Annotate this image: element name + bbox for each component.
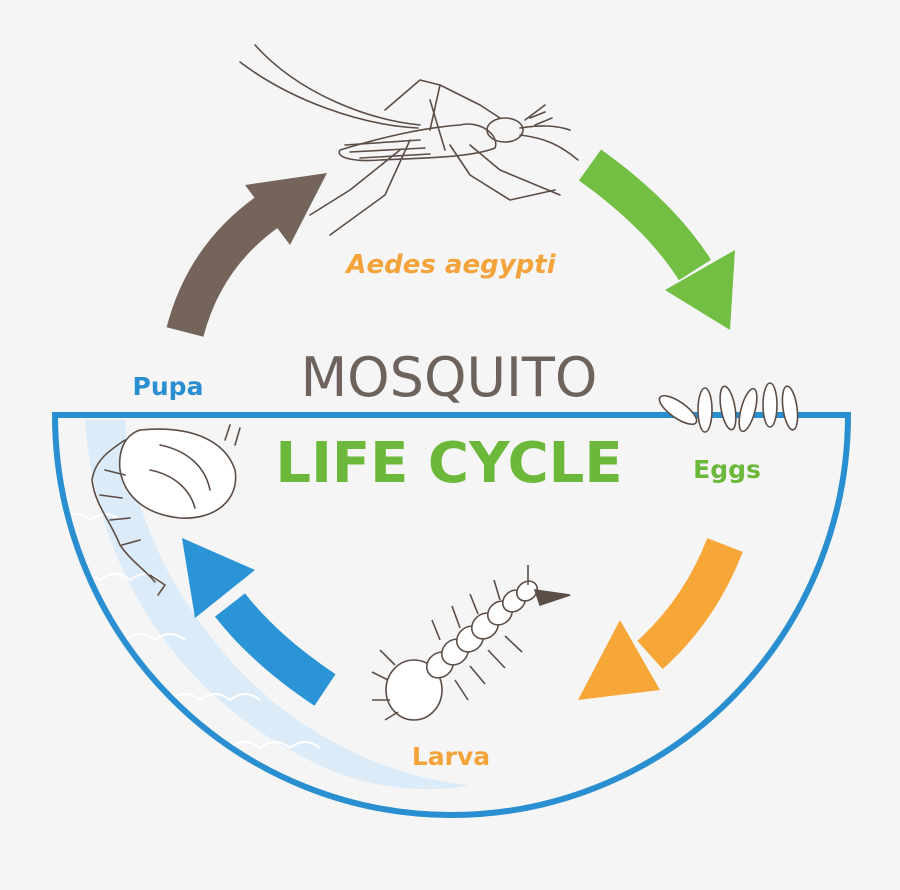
pupa-icon bbox=[91, 424, 241, 596]
label-pupa: Pupa bbox=[133, 372, 204, 401]
water-outline bbox=[51, 412, 852, 818]
label-larva: Larva bbox=[412, 742, 490, 771]
larva-icon bbox=[371, 565, 571, 721]
mosquito-adult-icon bbox=[239, 44, 579, 236]
arrow-adult-to-eggs bbox=[578, 149, 735, 330]
arrow-larva-to-pupa bbox=[182, 538, 336, 706]
label-adult: Aedes aegypti bbox=[344, 250, 556, 280]
arrow-eggs-to-larva bbox=[578, 537, 743, 700]
title-mosquito: MOSQUITO bbox=[301, 346, 598, 409]
eggs-icon bbox=[658, 382, 799, 433]
title-life-cycle: LIFE CYCLE bbox=[275, 431, 622, 496]
label-eggs: Eggs bbox=[693, 455, 761, 484]
arrow-pupa-to-adult bbox=[166, 173, 327, 338]
